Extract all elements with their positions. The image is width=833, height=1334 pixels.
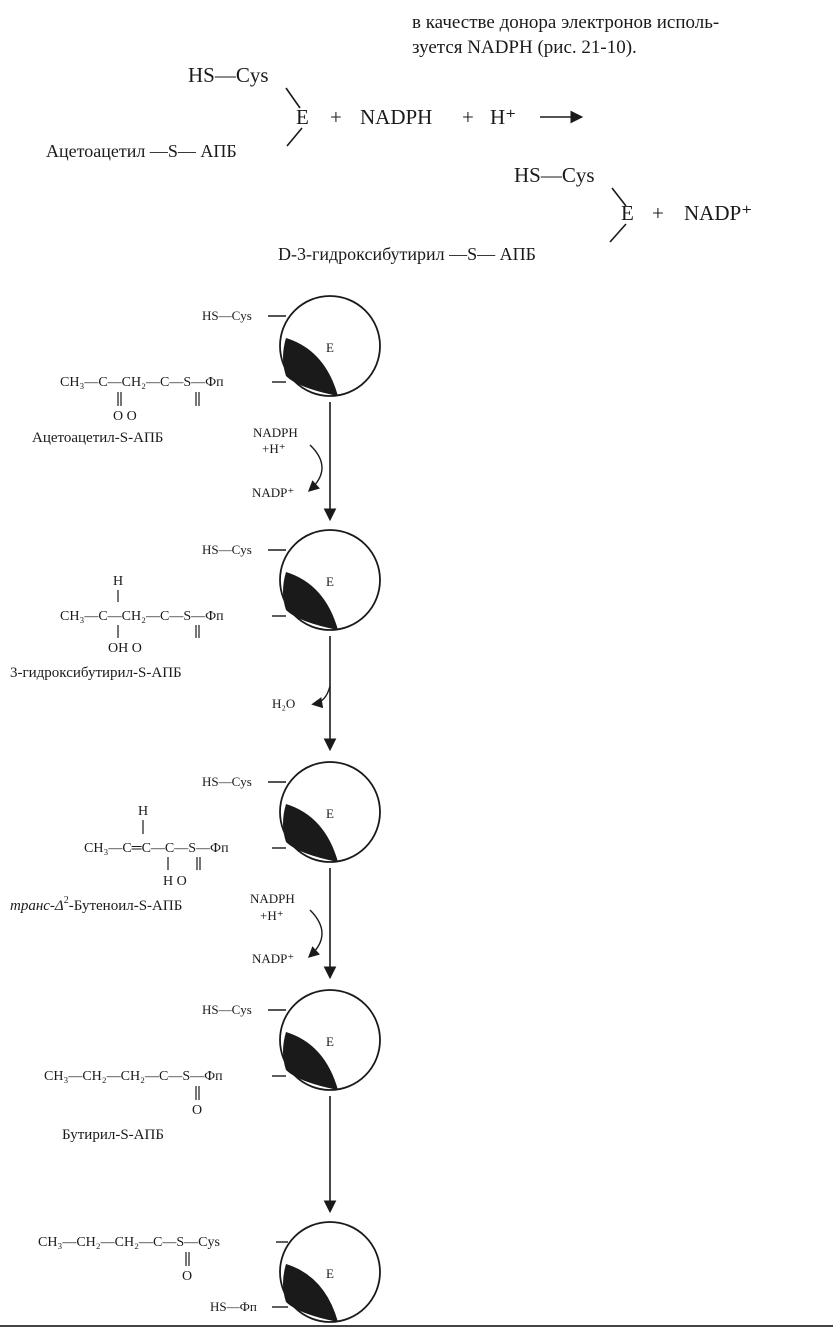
transition-3: NADPH +H⁺ NADP⁺ (250, 868, 337, 980)
text-line-2: зуется NADPH (рис. 21-10). (412, 37, 637, 58)
step4-chain: CH₃—CH₂—CH₂—C—S—Фп (44, 1069, 223, 1084)
step4-below: O (192, 1103, 202, 1118)
eq-enzyme: E (296, 105, 309, 129)
step2-name: 3-гидроксибутирил-S-АПБ (10, 665, 182, 681)
cofactor-curve (307, 909, 323, 958)
step-4: HS—Cys E CH₃—CH₂—CH₂—C—S—Фп O Бутирил-S-… (44, 989, 381, 1143)
eq-left-substrate: Ацетоацетил —S— АПБ (46, 141, 237, 161)
step-5: CH₃—CH₂—CH₂—C—S—Cys O E HS—Фп (38, 1221, 381, 1323)
step5-enzyme: E (326, 1266, 334, 1281)
step-3: HS—Cys E H CH₃—C═C—C—S—Фп H O транс-Δ2-Б… (10, 761, 381, 914)
eq-right-substrate: D-3-гидроксибутирил —S— АПБ (278, 244, 536, 264)
step4-enzyme: E (326, 1034, 334, 1049)
cofactor-curve (307, 444, 323, 492)
step5-hs-fp: HS—Фп (210, 1299, 257, 1314)
eq-hs-cys-2: HS—Cys (514, 163, 595, 187)
step1-chain: CH₃—C—CH₂—C—S—Фп (60, 375, 224, 390)
active-site-shape (283, 1264, 338, 1322)
eq-enzyme-2: E (621, 201, 634, 225)
step3-hs-cys: HS—Cys (202, 774, 252, 789)
step3-name: транс-Δ2-Бутеноил-S-АПБ (10, 895, 182, 914)
step2-enzyme: E (326, 574, 334, 589)
step5-chain: CH₃—CH₂—CH₂—C—S—Cys (38, 1235, 220, 1250)
step-1: HS—Cys E CH₃—C—CH₂—C—S—Фп O O Ацетоацети… (32, 295, 381, 446)
t2-water: H₂O (272, 696, 295, 711)
step3-name-sup: 2 (64, 895, 69, 906)
active-site-shape (283, 572, 338, 630)
eq-h-plus: H⁺ (490, 105, 516, 129)
t1-nadph: NADPH (253, 425, 298, 440)
step4-name: Бутирил-S-АПБ (62, 1127, 164, 1143)
text-line-1: в качестве донора электронов исполь- (412, 12, 720, 33)
step3-h-top: H (138, 804, 148, 819)
eq-nadp: NADP⁺ (684, 201, 752, 225)
step3-chain: CH₃—C═C—C—S—Фп (84, 841, 229, 856)
step5-below: O (182, 1269, 192, 1284)
t1-hplus: +H⁺ (262, 441, 286, 456)
step2-chain: CH₃—C—CH₂—C—S—Фп (60, 609, 224, 624)
t3-nadph: NADPH (250, 891, 295, 906)
top-equation: HS—Cys E + NADPH + H⁺ Ацетоацетил —S— АП… (46, 63, 752, 264)
water-curve (311, 685, 331, 709)
step1-enzyme: E (326, 340, 334, 355)
step3-name-rest: -Бутеноил-S-АПБ (69, 898, 183, 914)
step3-below: H O (163, 874, 187, 889)
transition-2: H₂O (272, 636, 337, 752)
step1-hs-cys: HS—Cys (202, 308, 252, 323)
t3-hplus: +H⁺ (260, 908, 284, 923)
eq-plus-3: + (652, 201, 664, 225)
eq-plus-1: + (330, 105, 342, 129)
active-site-shape (283, 804, 338, 862)
body-text: в качестве донора электронов исполь- зуе… (412, 10, 822, 60)
step2-below: OH O (108, 641, 142, 656)
step1-oxygens: O O (113, 409, 137, 424)
step2-hs-cys: HS—Cys (202, 542, 252, 557)
t3-nadp: NADP⁺ (252, 951, 294, 966)
active-site-shape (283, 1032, 338, 1090)
step3-name-prefix: транс-Δ (10, 898, 64, 914)
eq-plus-2: + (462, 105, 474, 129)
step1-name: Ацетоацетил-S-АПБ (32, 430, 163, 446)
eq-hs-cys: HS—Cys (188, 63, 269, 87)
step4-hs-cys: HS—Cys (202, 1002, 252, 1017)
t1-nadp: NADP⁺ (252, 485, 294, 500)
transition-1: NADPH +H⁺ NADP⁺ (252, 402, 337, 522)
active-site-shape (283, 338, 338, 396)
step2-h: H (113, 574, 123, 589)
step-2: HS—Cys E H CH₃—C—CH₂—C—S—Фп OH O 3-гидро… (10, 529, 381, 681)
step3-enzyme: E (326, 806, 334, 821)
eq-nadph: NADPH (360, 105, 432, 129)
